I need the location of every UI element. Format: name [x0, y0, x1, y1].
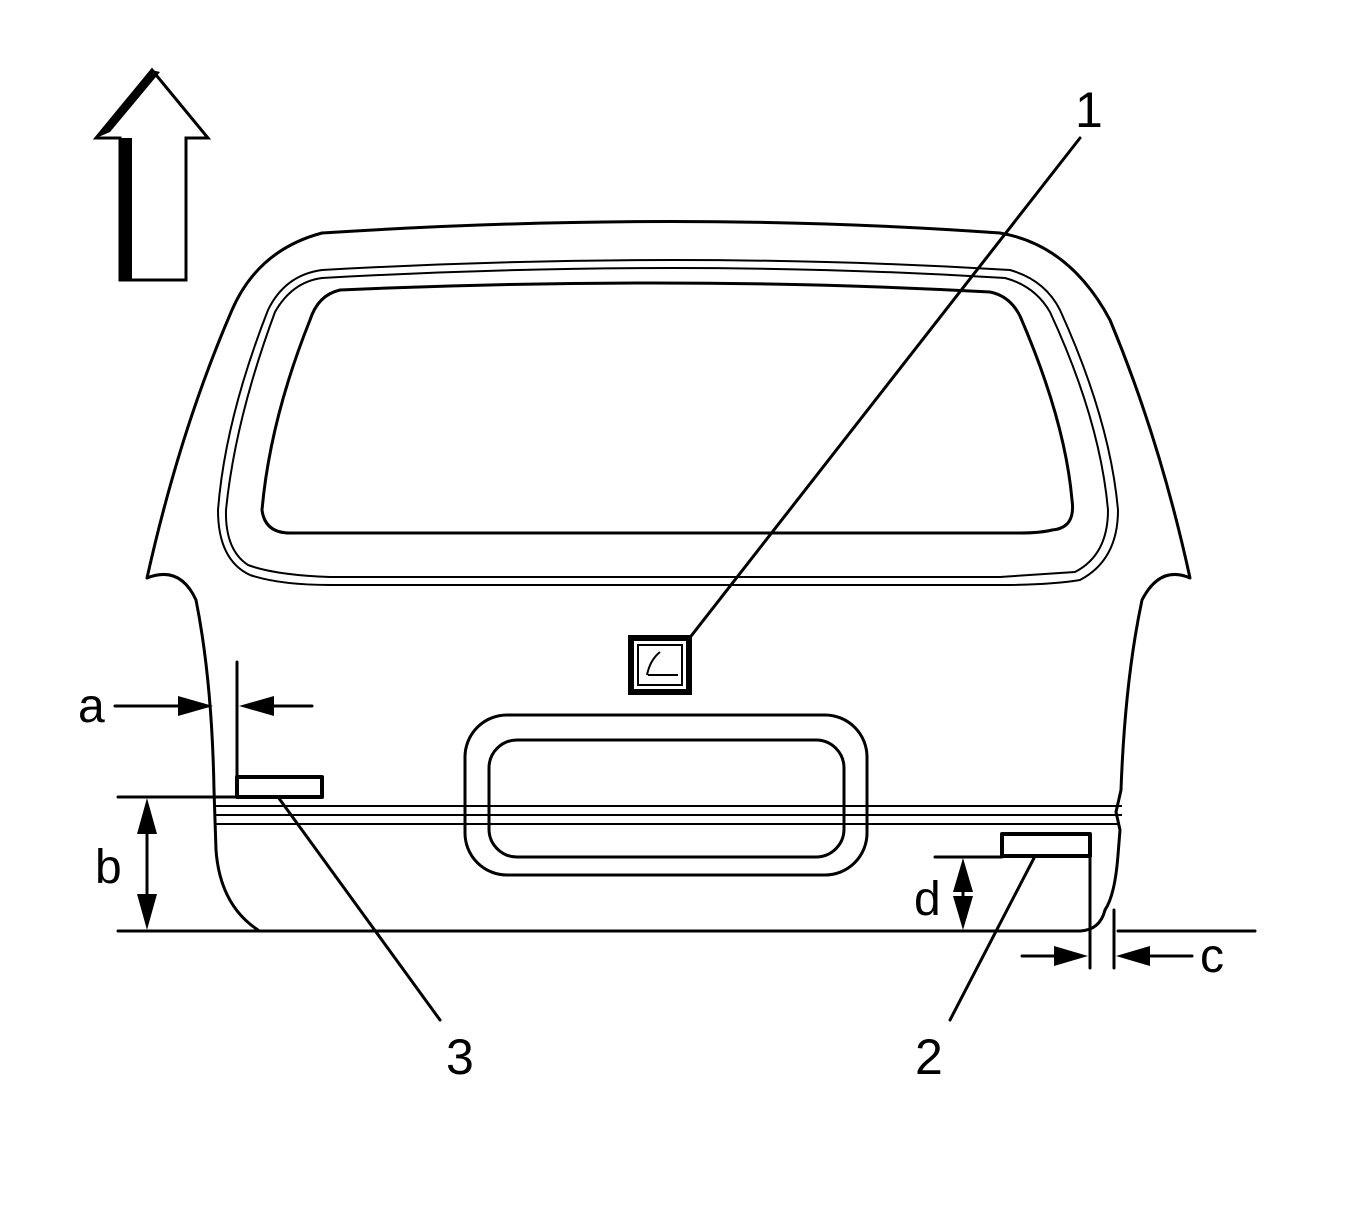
- callout-2: 2: [915, 1029, 943, 1085]
- emblem-icon: [628, 635, 692, 695]
- license-plate-pocket: [463, 713, 869, 877]
- left-decal: [235, 775, 324, 799]
- leader-2: [948, 856, 1036, 1022]
- liftgate-body: [145, 220, 1192, 933]
- dimension-d: [933, 855, 1004, 930]
- dimension-label-a: a: [78, 680, 105, 733]
- leader-1: [686, 136, 1082, 642]
- dimension-b: [116, 795, 239, 930]
- dimension-label-b: b: [95, 841, 122, 894]
- dimension-a: [113, 660, 314, 779]
- dimension-label-d: d: [914, 873, 941, 926]
- dimension-c: [1020, 832, 1194, 970]
- callout-3: 3: [446, 1029, 474, 1085]
- dimension-label-c: c: [1200, 930, 1224, 983]
- leader-3: [276, 795, 442, 1022]
- up-arrow-icon: [92, 67, 212, 282]
- right-decal: [1000, 832, 1092, 858]
- trim-lines: [214, 805, 1122, 825]
- callout-1: 1: [1075, 82, 1103, 138]
- rear-window: [216, 259, 1120, 586]
